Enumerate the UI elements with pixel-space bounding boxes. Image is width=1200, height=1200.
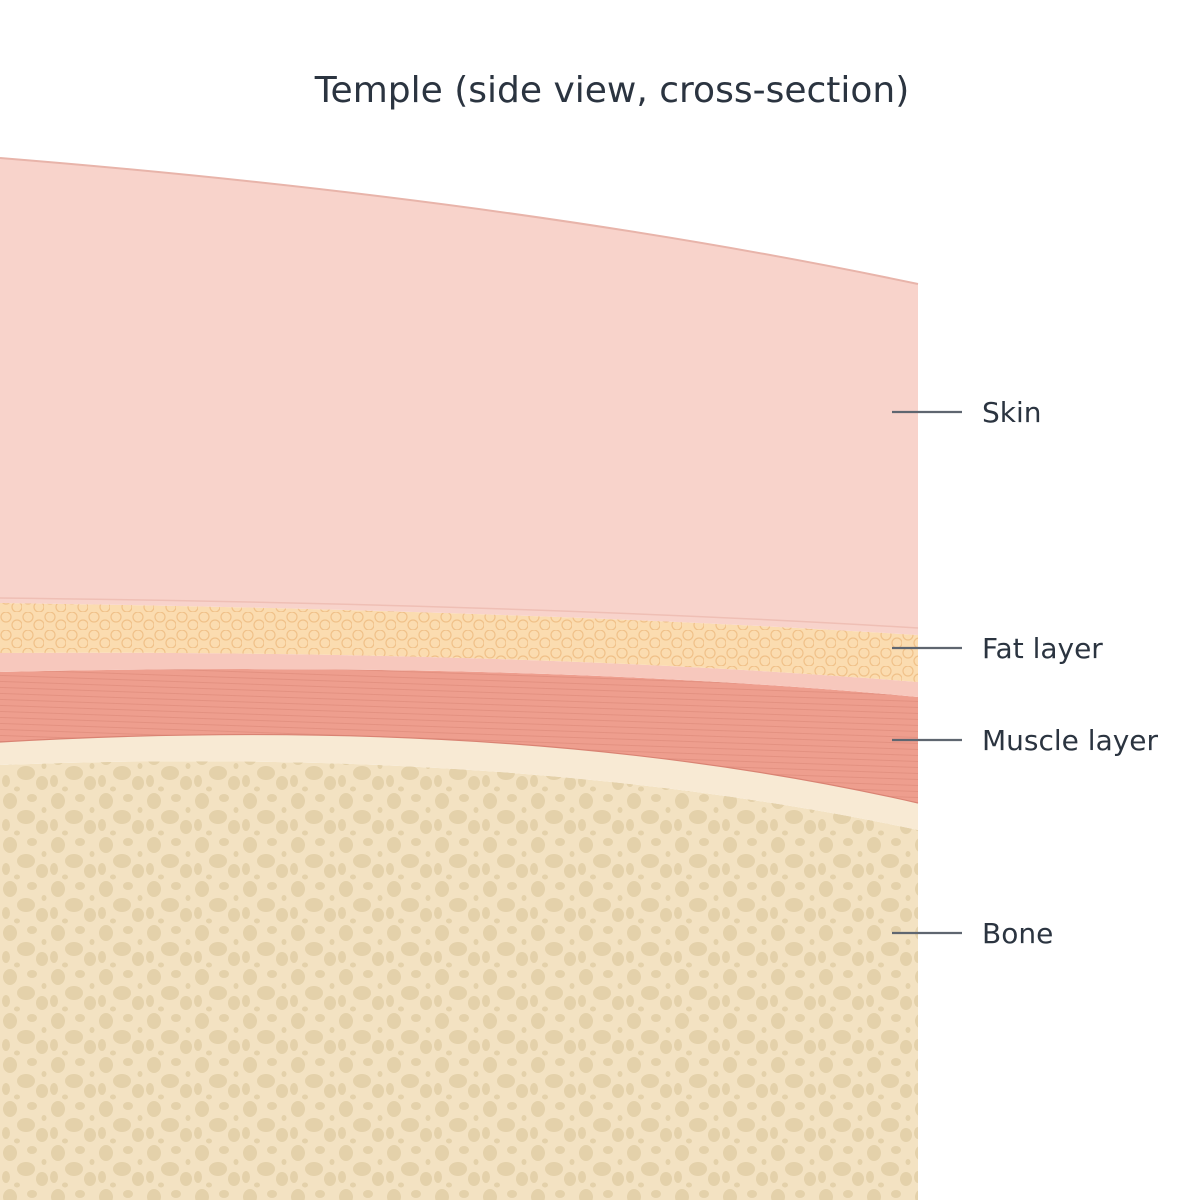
label-fat: Fat layer — [892, 632, 1103, 665]
label-bone: Bone — [892, 917, 1053, 950]
fat-layer — [0, 603, 918, 682]
periosteum-band — [0, 734, 918, 830]
fascia-band — [0, 652, 918, 697]
label-skin-text: Skin — [982, 396, 1042, 429]
label-muscle-text: Muscle layer — [982, 724, 1159, 757]
skin-layer — [0, 157, 919, 635]
bone-layer — [0, 761, 918, 1200]
muscle-layer — [0, 669, 919, 804]
label-fat-text: Fat layer — [982, 632, 1103, 665]
label-muscle: Muscle layer — [892, 724, 1159, 757]
label-bone-text: Bone — [982, 917, 1053, 950]
label-skin: Skin — [892, 396, 1042, 429]
diagram-title: Temple (side view, cross-section) — [314, 70, 910, 111]
